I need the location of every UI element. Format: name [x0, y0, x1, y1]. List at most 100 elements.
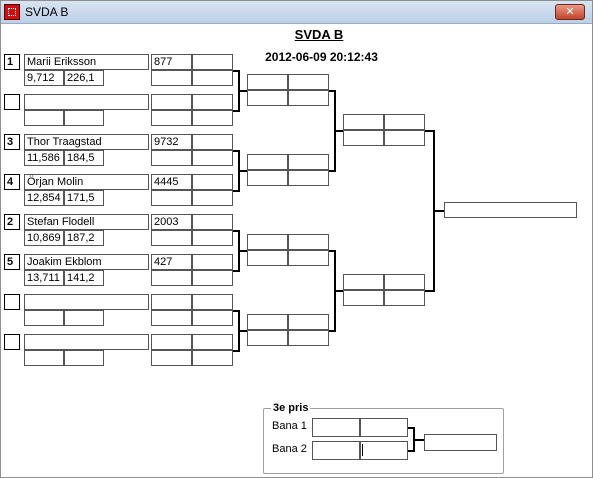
result-cell[interactable]: [288, 170, 329, 186]
title-bar[interactable]: SVDA B ✕: [1, 1, 592, 24]
bracket-connector: [238, 330, 247, 332]
result-cell[interactable]: [192, 190, 233, 206]
competitor-number[interactable]: [151, 294, 192, 310]
window-title: SVDA B: [25, 5, 69, 19]
competitor-number[interactable]: [151, 334, 192, 350]
result-cell[interactable]: [247, 170, 288, 186]
seed-number: [4, 334, 20, 350]
result-cell[interactable]: [343, 114, 384, 130]
score-speed[interactable]: [64, 350, 104, 366]
result-cell[interactable]: [151, 230, 192, 246]
score-time[interactable]: [24, 310, 64, 326]
result-cell[interactable]: [343, 274, 384, 290]
result-cell[interactable]: [192, 334, 233, 350]
result-cell[interactable]: [247, 154, 288, 170]
result-cell[interactable]: [288, 314, 329, 330]
result-cell[interactable]: [343, 290, 384, 306]
page-title: SVDA B: [294, 27, 344, 42]
competitor-name[interactable]: Marii Eriksson: [24, 54, 149, 70]
competitor-number[interactable]: 9732: [151, 134, 192, 150]
result-cell[interactable]: [247, 234, 288, 250]
result-cell[interactable]: [384, 130, 425, 146]
competitor-number[interactable]: 4445: [151, 174, 192, 190]
score-speed[interactable]: 187,2: [64, 230, 104, 246]
competitor-name[interactable]: Örjan Molin: [24, 174, 149, 190]
result-cell[interactable]: [343, 130, 384, 146]
result-cell[interactable]: [151, 70, 192, 86]
result-cell[interactable]: [192, 214, 233, 230]
result-cell[interactable]: [192, 310, 233, 326]
competitor-name[interactable]: [24, 334, 149, 350]
result-cell[interactable]: [192, 254, 233, 270]
lane1-number[interactable]: [312, 418, 360, 437]
result-cell[interactable]: [192, 54, 233, 70]
competitor-name[interactable]: [24, 294, 149, 310]
result-cell[interactable]: [151, 350, 192, 366]
competitor-name[interactable]: [24, 94, 149, 110]
result-cell[interactable]: [288, 90, 329, 106]
result-cell[interactable]: [288, 74, 329, 90]
competitor-name[interactable]: Stefan Flodell: [24, 214, 149, 230]
bracket-area: SVDA B 2012-06-09 20:12:43 1 Marii Eriks…: [1, 24, 592, 477]
result-cell[interactable]: [192, 110, 233, 126]
score-speed[interactable]: [64, 110, 104, 126]
third-place-winner[interactable]: [424, 434, 497, 451]
competitor-number[interactable]: 427: [151, 254, 192, 270]
result-cell[interactable]: [151, 190, 192, 206]
competitor-number[interactable]: 877: [151, 54, 192, 70]
score-time[interactable]: 13,711: [24, 270, 64, 286]
result-cell[interactable]: [247, 74, 288, 90]
result-cell[interactable]: [288, 330, 329, 346]
score-speed[interactable]: 141,2: [64, 270, 104, 286]
score-time[interactable]: 12,854: [24, 190, 64, 206]
lane1-result[interactable]: [360, 418, 408, 437]
winner-field[interactable]: [444, 202, 577, 218]
bracket-connector: [233, 230, 239, 232]
close-button[interactable]: ✕: [555, 4, 585, 20]
lane1-label: Bana 1: [272, 420, 307, 432]
result-cell[interactable]: [384, 114, 425, 130]
result-cell[interactable]: [192, 70, 233, 86]
result-cell[interactable]: [247, 314, 288, 330]
score-time[interactable]: 9,712: [24, 70, 64, 86]
score-speed[interactable]: 226,1: [64, 70, 104, 86]
bracket-connector: [329, 330, 335, 332]
bracket-connector: [238, 250, 247, 252]
competitor-number[interactable]: 2003: [151, 214, 192, 230]
result-cell[interactable]: [384, 274, 425, 290]
score-time[interactable]: [24, 110, 64, 126]
result-cell[interactable]: [288, 234, 329, 250]
result-cell[interactable]: [192, 294, 233, 310]
score-time[interactable]: 10,869: [24, 230, 64, 246]
result-cell[interactable]: [192, 174, 233, 190]
result-cell[interactable]: [384, 290, 425, 306]
result-cell[interactable]: [192, 94, 233, 110]
result-cell[interactable]: [288, 250, 329, 266]
result-cell[interactable]: [288, 154, 329, 170]
lane2-result[interactable]: [360, 441, 408, 460]
competitor-name[interactable]: Joakim Ekblom: [24, 254, 149, 270]
result-cell[interactable]: [151, 270, 192, 286]
result-cell[interactable]: [151, 110, 192, 126]
result-cell[interactable]: [192, 270, 233, 286]
result-cell[interactable]: [247, 250, 288, 266]
competitor-name[interactable]: Thor Traagstad: [24, 134, 149, 150]
bracket-connector: [408, 427, 414, 429]
result-cell[interactable]: [247, 330, 288, 346]
competitor-number[interactable]: [151, 94, 192, 110]
result-cell[interactable]: [151, 310, 192, 326]
result-cell[interactable]: [151, 150, 192, 166]
score-speed[interactable]: 184,5: [64, 150, 104, 166]
result-cell[interactable]: [192, 350, 233, 366]
score-time[interactable]: [24, 350, 64, 366]
result-cell[interactable]: [192, 134, 233, 150]
result-cell[interactable]: [247, 90, 288, 106]
score-speed[interactable]: [64, 310, 104, 326]
score-speed[interactable]: 171,5: [64, 190, 104, 206]
score-time[interactable]: 11,586: [24, 150, 64, 166]
result-cell[interactable]: [192, 150, 233, 166]
result-cell[interactable]: [192, 230, 233, 246]
lane2-number[interactable]: [312, 441, 360, 460]
third-place-label: 3e pris: [271, 402, 311, 414]
